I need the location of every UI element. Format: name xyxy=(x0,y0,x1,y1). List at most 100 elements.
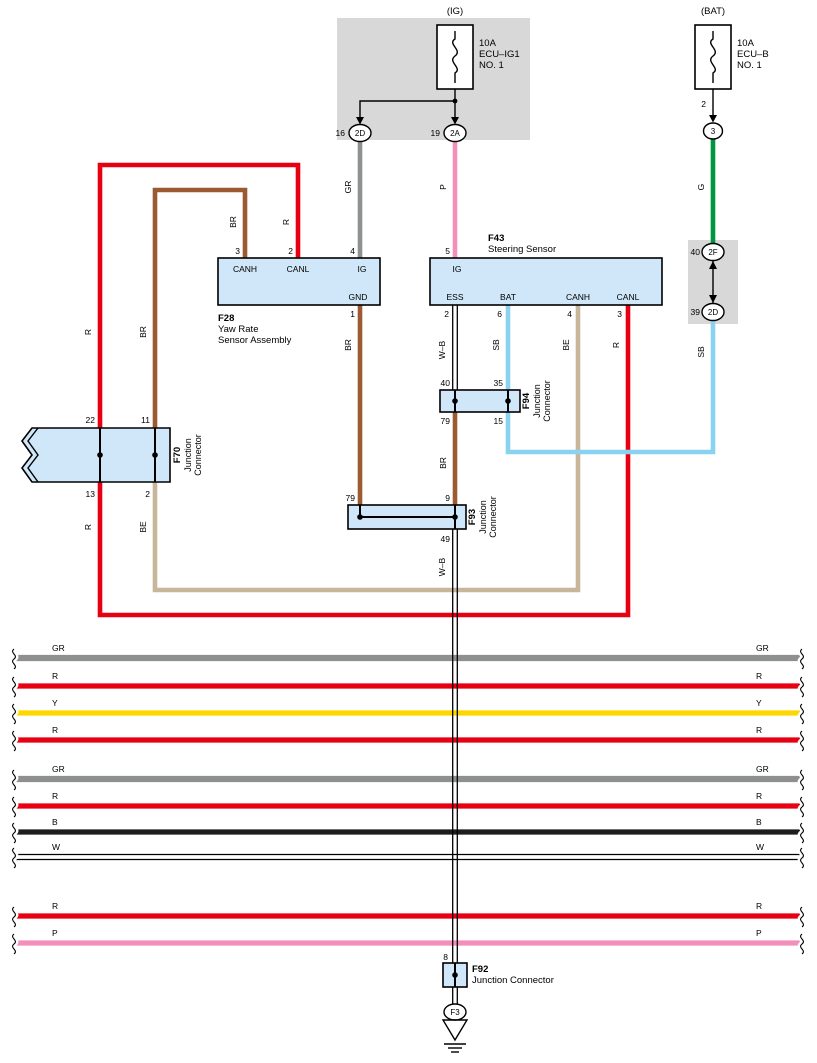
fuse-bat: (BAT) 10A ECU–B NO. 1 2 xyxy=(694,6,769,123)
connector-3-label: 3 xyxy=(711,127,716,136)
wire-break-mark xyxy=(13,797,16,817)
wire-break-mark xyxy=(13,649,16,669)
bus-label-right: GR xyxy=(756,764,769,774)
component-box xyxy=(21,427,171,483)
bus-label-right: Y xyxy=(756,698,762,708)
pin-number: 2 xyxy=(444,309,449,319)
wire-wb-ground xyxy=(452,529,458,975)
pin-number: 8 xyxy=(443,952,448,962)
junction-dot xyxy=(452,398,458,404)
pin-number: 4 xyxy=(350,246,355,256)
wire-label-be: BE xyxy=(561,339,571,351)
wire-be-canh xyxy=(152,305,581,593)
junction-dot xyxy=(152,452,158,458)
connector-2f-oval xyxy=(701,242,725,262)
wire-break-mark xyxy=(801,731,804,751)
component-name: Junction Connector xyxy=(472,975,554,986)
terminal-label-ig: IG xyxy=(358,264,367,274)
wire-break-mark xyxy=(801,704,804,724)
connector-2f-label: 2F xyxy=(708,248,717,257)
wire-break-mark xyxy=(13,731,16,751)
pin-number: 35 xyxy=(494,378,504,388)
pin-number: 16 xyxy=(336,128,346,138)
wire-label-sb: SB xyxy=(696,346,706,358)
wire-break-mark xyxy=(13,770,16,790)
bus-label-left: R xyxy=(52,791,58,801)
component-name-2: Connector xyxy=(193,434,203,476)
component-code: F92 xyxy=(472,964,488,975)
connector-2a-label: 2A xyxy=(450,129,460,138)
arrow-down-icon xyxy=(709,115,717,123)
wire-break-mark xyxy=(801,770,804,790)
bus-label-left: R xyxy=(52,725,58,735)
connector-2d2-label: 2D xyxy=(708,308,718,317)
fuse-element-icon xyxy=(452,31,458,83)
wire-label-r: R xyxy=(83,524,93,530)
connector-pair-2f-2d: 2F 40 2D 39 xyxy=(691,242,725,322)
terminal-label-ig: IG xyxy=(453,264,462,274)
bus-label-left: R xyxy=(52,671,58,681)
junction-dot xyxy=(452,972,458,978)
component-name-1: Yaw Rate xyxy=(218,324,258,335)
component-f43-steering-sensor: F43 Steering Sensor IG ESS BAT CANH CANL… xyxy=(429,233,663,319)
bus-line-w xyxy=(12,853,804,861)
pin-number: 15 xyxy=(494,416,504,426)
bus-label-right: W xyxy=(756,842,764,852)
pin-number: 19 xyxy=(431,128,441,138)
connector-2d-label: 2D xyxy=(355,129,365,138)
pin-number: 3 xyxy=(617,309,622,319)
component-f94-junction-connector: 40 35 79 15 F94 Junction Connector xyxy=(439,378,552,426)
terminal-label-canh: CANH xyxy=(233,264,257,274)
ground-triangle-icon xyxy=(441,1019,469,1042)
wire-r-canl xyxy=(97,162,631,618)
wire-break-mark xyxy=(801,677,804,697)
pin-number: 79 xyxy=(346,493,356,503)
bus-label-right: R xyxy=(756,725,762,735)
bus-label-right: GR xyxy=(756,643,769,653)
connector-3-oval xyxy=(702,122,724,140)
wire-label-r: R xyxy=(83,329,93,335)
pin-number: 40 xyxy=(691,247,701,257)
bus-label-left: Y xyxy=(52,698,58,708)
arrow-up-icon xyxy=(709,261,717,269)
pin-number: 13 xyxy=(86,489,96,499)
pin-number: 5 xyxy=(445,246,450,256)
component-name-2: Sensor Assembly xyxy=(218,335,292,346)
wire-label-sb: SB xyxy=(491,339,501,351)
wire-break-mark xyxy=(801,907,804,927)
pin-number: 22 xyxy=(86,415,96,425)
wire-break-mark xyxy=(13,677,16,697)
component-name-1: Junction xyxy=(532,384,542,418)
pin-number: 79 xyxy=(441,416,451,426)
bus-label-right: R xyxy=(756,671,762,681)
terminal-label-canl: CANL xyxy=(287,264,310,274)
component-box xyxy=(429,257,663,306)
terminal-label-gnd: GND xyxy=(349,292,368,302)
fuse-ig-tag: (IG) xyxy=(447,6,463,17)
wire-label-br: BR xyxy=(228,216,238,228)
pin-number: 49 xyxy=(441,534,451,544)
fuse-bat-name-1: ECU–B xyxy=(737,49,769,60)
component-name-1: Junction xyxy=(478,500,488,534)
wire-br-canh xyxy=(152,187,248,455)
arrow-down-icon xyxy=(451,117,459,125)
terminal-label-canh: CANH xyxy=(566,292,590,302)
component-code: F94 xyxy=(521,392,532,409)
component-code: F43 xyxy=(488,233,504,244)
wire-label-p: P xyxy=(438,184,448,190)
ground-connector-label: F3 xyxy=(450,1008,460,1017)
wire-label-wb: W–B xyxy=(437,557,447,576)
wire-label-br: BR xyxy=(343,339,353,351)
connector-2a-oval xyxy=(443,123,467,143)
junction-dot xyxy=(452,98,458,104)
pin-number: 40 xyxy=(441,378,451,388)
wire-label-r: R xyxy=(611,342,621,348)
wire-break-mark xyxy=(801,797,804,817)
component-box xyxy=(217,257,381,306)
wire-break-mark xyxy=(801,848,804,868)
wire-label-wb: W–B xyxy=(437,340,447,359)
wire-label-r: R xyxy=(281,219,291,225)
component-f70-junction-connector: 22 11 13 2 F70 Junction Connector xyxy=(21,415,203,499)
wire-break-mark xyxy=(801,649,804,669)
bus-wires: GR GR R R Y Y R R GR GR R R B B W W xyxy=(12,643,804,954)
